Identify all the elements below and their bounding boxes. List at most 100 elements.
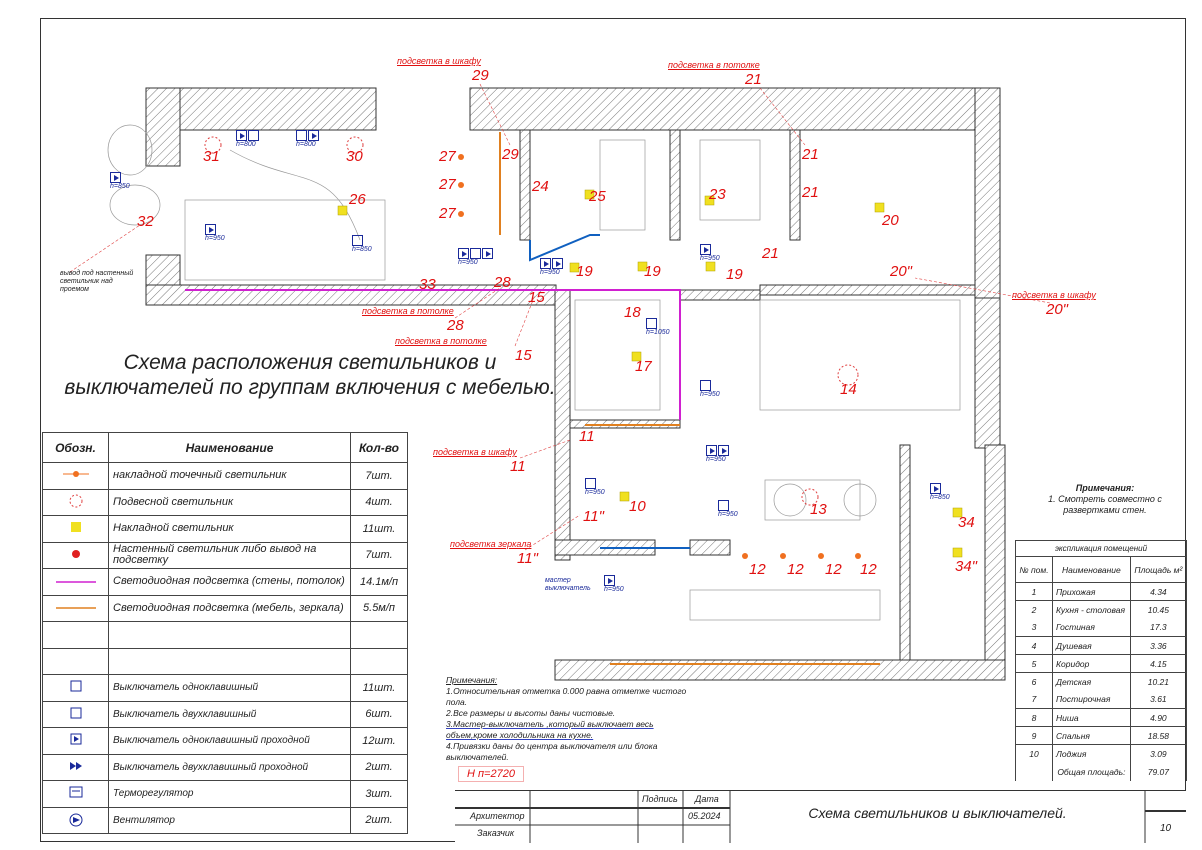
legend-name: Выключатель одноклавишный проходной [108, 727, 351, 755]
room-name: Постирочная [1052, 690, 1131, 709]
room-area: 3.36 [1129, 636, 1188, 655]
drawing-title: Схема расположения светильников и выключ… [64, 351, 556, 399]
legend-qty: 6шт. [350, 700, 408, 728]
legend-qty: 3шт. [350, 780, 408, 808]
fan-icon [42, 806, 109, 834]
room-area: 4.90 [1129, 708, 1188, 727]
partition-blue [529, 234, 600, 262]
note-item: 1.Относительная отметка 0.000 равна отме… [446, 686, 687, 707]
wall-light-note: вывод под настенный светильник над проем… [60, 270, 134, 293]
rooms-table: экспликация помещений № пом.Наименование… [1015, 540, 1188, 781]
callout-label: подсветка зеркала [450, 539, 532, 549]
room-area: 10.21 [1129, 672, 1188, 691]
fixture-number: 25 [589, 188, 606, 205]
date-value: 05.2024 [688, 811, 721, 821]
legend-header: Кол-во [350, 432, 408, 463]
legend-qty: 12шт. [350, 727, 408, 755]
room-area: 3.09 [1129, 744, 1188, 763]
room-name: Спальня [1052, 726, 1131, 745]
callout-label: подсветка в шкафу [397, 56, 481, 66]
switch: h=1050 [646, 318, 670, 337]
note-item: 4.Привязки даны до центра выключателя ил… [446, 741, 658, 762]
callout-label: подсветка в шкафу [433, 447, 517, 457]
callout-label: подсветка в шкафу [1012, 290, 1096, 300]
pendant-lamp-icon [42, 488, 109, 516]
legend-qty [350, 647, 408, 675]
callout-leaders [69, 83, 1051, 551]
room-area: 4.15 [1129, 654, 1188, 673]
fixture-number: 24 [532, 178, 549, 195]
client-label: Заказчик [477, 828, 515, 838]
room-name: Лоджия [1052, 744, 1131, 763]
fixture-number: 18 [624, 304, 641, 321]
callout-number: 11" [517, 550, 538, 567]
fixture-number: 28 [494, 274, 511, 291]
thermostat-icon [42, 780, 109, 808]
callout-number: 28 [447, 317, 464, 334]
switch: h=950 [585, 478, 605, 497]
room-number: 2 [1015, 600, 1053, 619]
legend-name: накладной точечный светильник [108, 462, 351, 490]
legend-qty [350, 621, 408, 649]
callout-label: подсветка в потолке [395, 336, 487, 346]
notes-title: Примечания: [446, 675, 498, 685]
switch: h=950 [700, 244, 720, 263]
pass-switch-double-icon [42, 753, 109, 781]
fixture-number: 11" [583, 508, 604, 525]
room-name: Прихожая [1052, 582, 1131, 601]
legend-qty: 7шт. [350, 462, 408, 490]
fixture-number: 34 [958, 514, 975, 531]
legend-name: Выключатель двухклавишный [108, 700, 351, 728]
room-name: Гостиная [1052, 618, 1131, 637]
pass-switch-single-icon [42, 727, 109, 755]
room-area: 10.45 [1129, 600, 1188, 619]
callout-label: подсветка в потолке [668, 60, 760, 70]
master-switch-note: мастер выключатель [545, 577, 591, 592]
room-number: 10 [1015, 744, 1053, 763]
fixture-number: 20" [890, 263, 913, 280]
fixture-number: 26 [349, 191, 366, 208]
sheet-number: 10 [1160, 823, 1172, 834]
orange-dot-icon [42, 462, 109, 490]
callout-number: 29 [472, 67, 489, 84]
switch: h=950 [205, 224, 225, 243]
switch: h=800 [296, 130, 320, 149]
room-number: 9 [1015, 726, 1053, 745]
legend-name: Выключатель двухклавишный проходной [108, 753, 351, 781]
legend-header: Наименование [108, 432, 351, 463]
fixture-number: 11 [579, 428, 595, 445]
room-name: Душевая [1052, 636, 1131, 655]
date-label: Дата [695, 794, 719, 804]
room-area: 18.58 [1129, 726, 1188, 745]
yellow-square-icon [42, 515, 109, 543]
surface-fixtures [337, 189, 963, 558]
architect-label: Архитектор [470, 811, 525, 821]
switch: h=850 [110, 172, 130, 191]
walls [145, 87, 1006, 681]
fixture-number: 15 [528, 289, 545, 306]
legend-row [42, 621, 408, 649]
fixture-number: 12 [749, 561, 766, 578]
rooms-header: Наименование [1052, 556, 1131, 583]
fixture-number: 27 [439, 205, 456, 222]
fixture-number: 20 [882, 212, 899, 229]
legend-name: Светодиодная подсветка (стены, потолок) [108, 568, 351, 596]
room-number: 8 [1015, 708, 1053, 727]
legend-name: Светодиодная подсветка (мебель, зеркала) [108, 594, 351, 622]
switch: h=850 [930, 483, 950, 502]
fixture-number: 12 [860, 561, 877, 578]
fixture-number: 32 [137, 213, 154, 230]
